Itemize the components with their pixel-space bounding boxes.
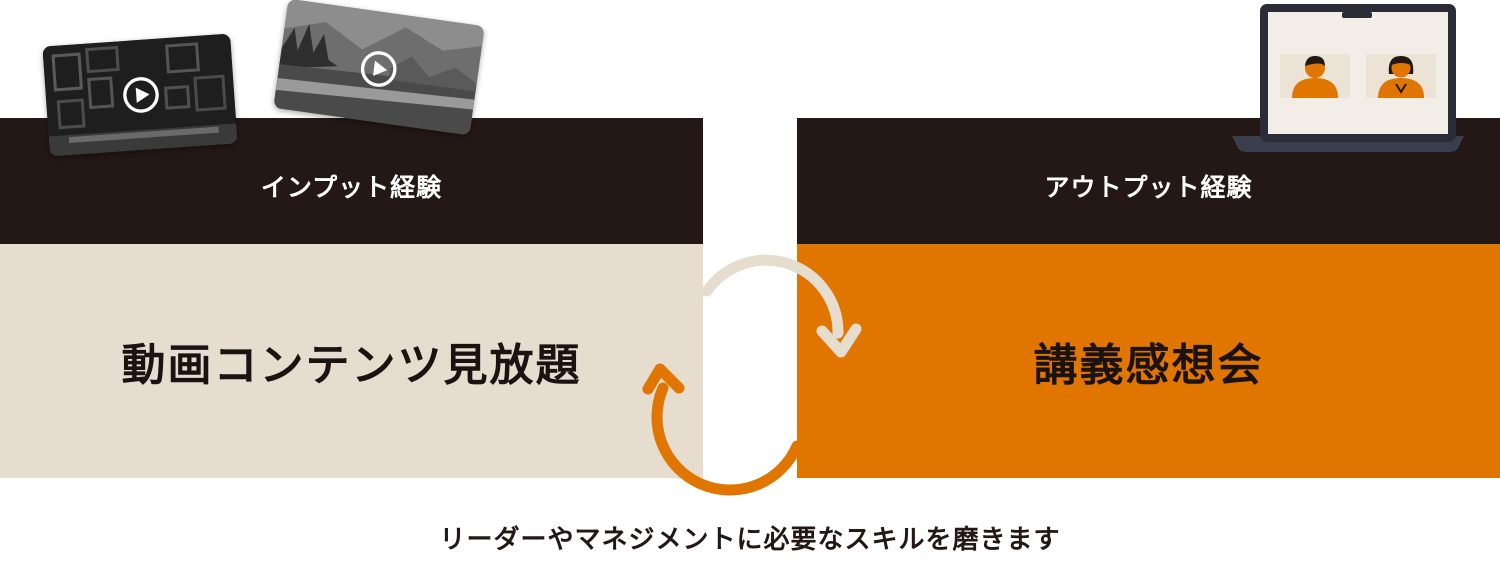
output-experience-body: 講義感想会	[797, 244, 1500, 478]
input-experience-body: 動画コンテンツ見放題	[0, 244, 703, 478]
output-experience-panel: アウトプット経験 講義感想会	[797, 118, 1500, 478]
lecture-session-title: 講義感想会	[1033, 340, 1264, 391]
play-icon	[360, 51, 397, 87]
video-contents-title: 動画コンテンツ見放題	[121, 340, 582, 391]
person-icon	[1378, 56, 1424, 98]
video-thumbnail[interactable]	[42, 33, 238, 157]
video-thumbnail[interactable]	[273, 0, 485, 136]
output-experience-label: アウトプット経験	[1044, 173, 1253, 202]
laptop-icon	[1232, 2, 1464, 162]
play-icon	[123, 77, 159, 113]
person-icon	[1292, 56, 1338, 98]
tagline: リーダーやマネジメントに必要なスキルを磨きます	[439, 525, 1061, 555]
input-experience-label: インプット経験	[260, 173, 443, 202]
input-experience-panel: インプット経験 動画コンテンツ見放題	[0, 118, 703, 478]
